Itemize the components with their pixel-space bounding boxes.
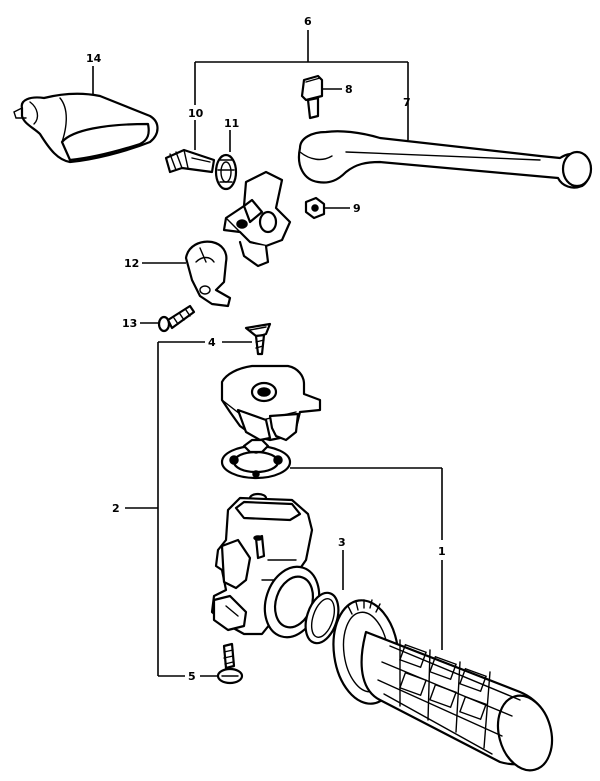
callout-3: 3 — [338, 536, 346, 549]
leader-lines — [92, 30, 443, 677]
callout-14: 14 — [86, 52, 102, 65]
switch-screw — [244, 322, 272, 356]
callout-1: 1 — [438, 545, 446, 558]
callout-13: 13 — [122, 317, 137, 330]
pivot-nut — [304, 196, 326, 220]
pivot-bolt — [300, 74, 324, 120]
callout-8: 8 — [345, 83, 353, 96]
clutch-lever — [297, 130, 593, 189]
clamp-screw — [157, 304, 196, 333]
lock-nut — [214, 153, 238, 191]
lever-holder — [222, 170, 292, 268]
housing-screw — [216, 642, 244, 685]
callout-2: 2 — [112, 502, 120, 515]
handlebar-grip — [332, 599, 554, 772]
callout-7: 7 — [403, 96, 411, 109]
callout-10: 10 — [188, 107, 204, 120]
clamp — [184, 240, 232, 308]
switch-contact-ring — [220, 438, 292, 480]
upper-switch-housing — [220, 364, 322, 442]
lower-switch-housing — [210, 496, 314, 636]
callout-numbers: 6 14 8 7 10 11 9 12 13 4 2 3 1 5 — [86, 15, 446, 683]
callout-6: 6 — [304, 15, 312, 28]
lever-cover — [13, 92, 159, 164]
adjuster-bolt — [164, 148, 216, 174]
callout-4: 4 — [208, 336, 216, 349]
callout-12: 12 — [124, 257, 139, 270]
callout-5: 5 — [188, 670, 196, 683]
callout-11: 11 — [224, 117, 239, 130]
callout-9: 9 — [353, 202, 361, 215]
